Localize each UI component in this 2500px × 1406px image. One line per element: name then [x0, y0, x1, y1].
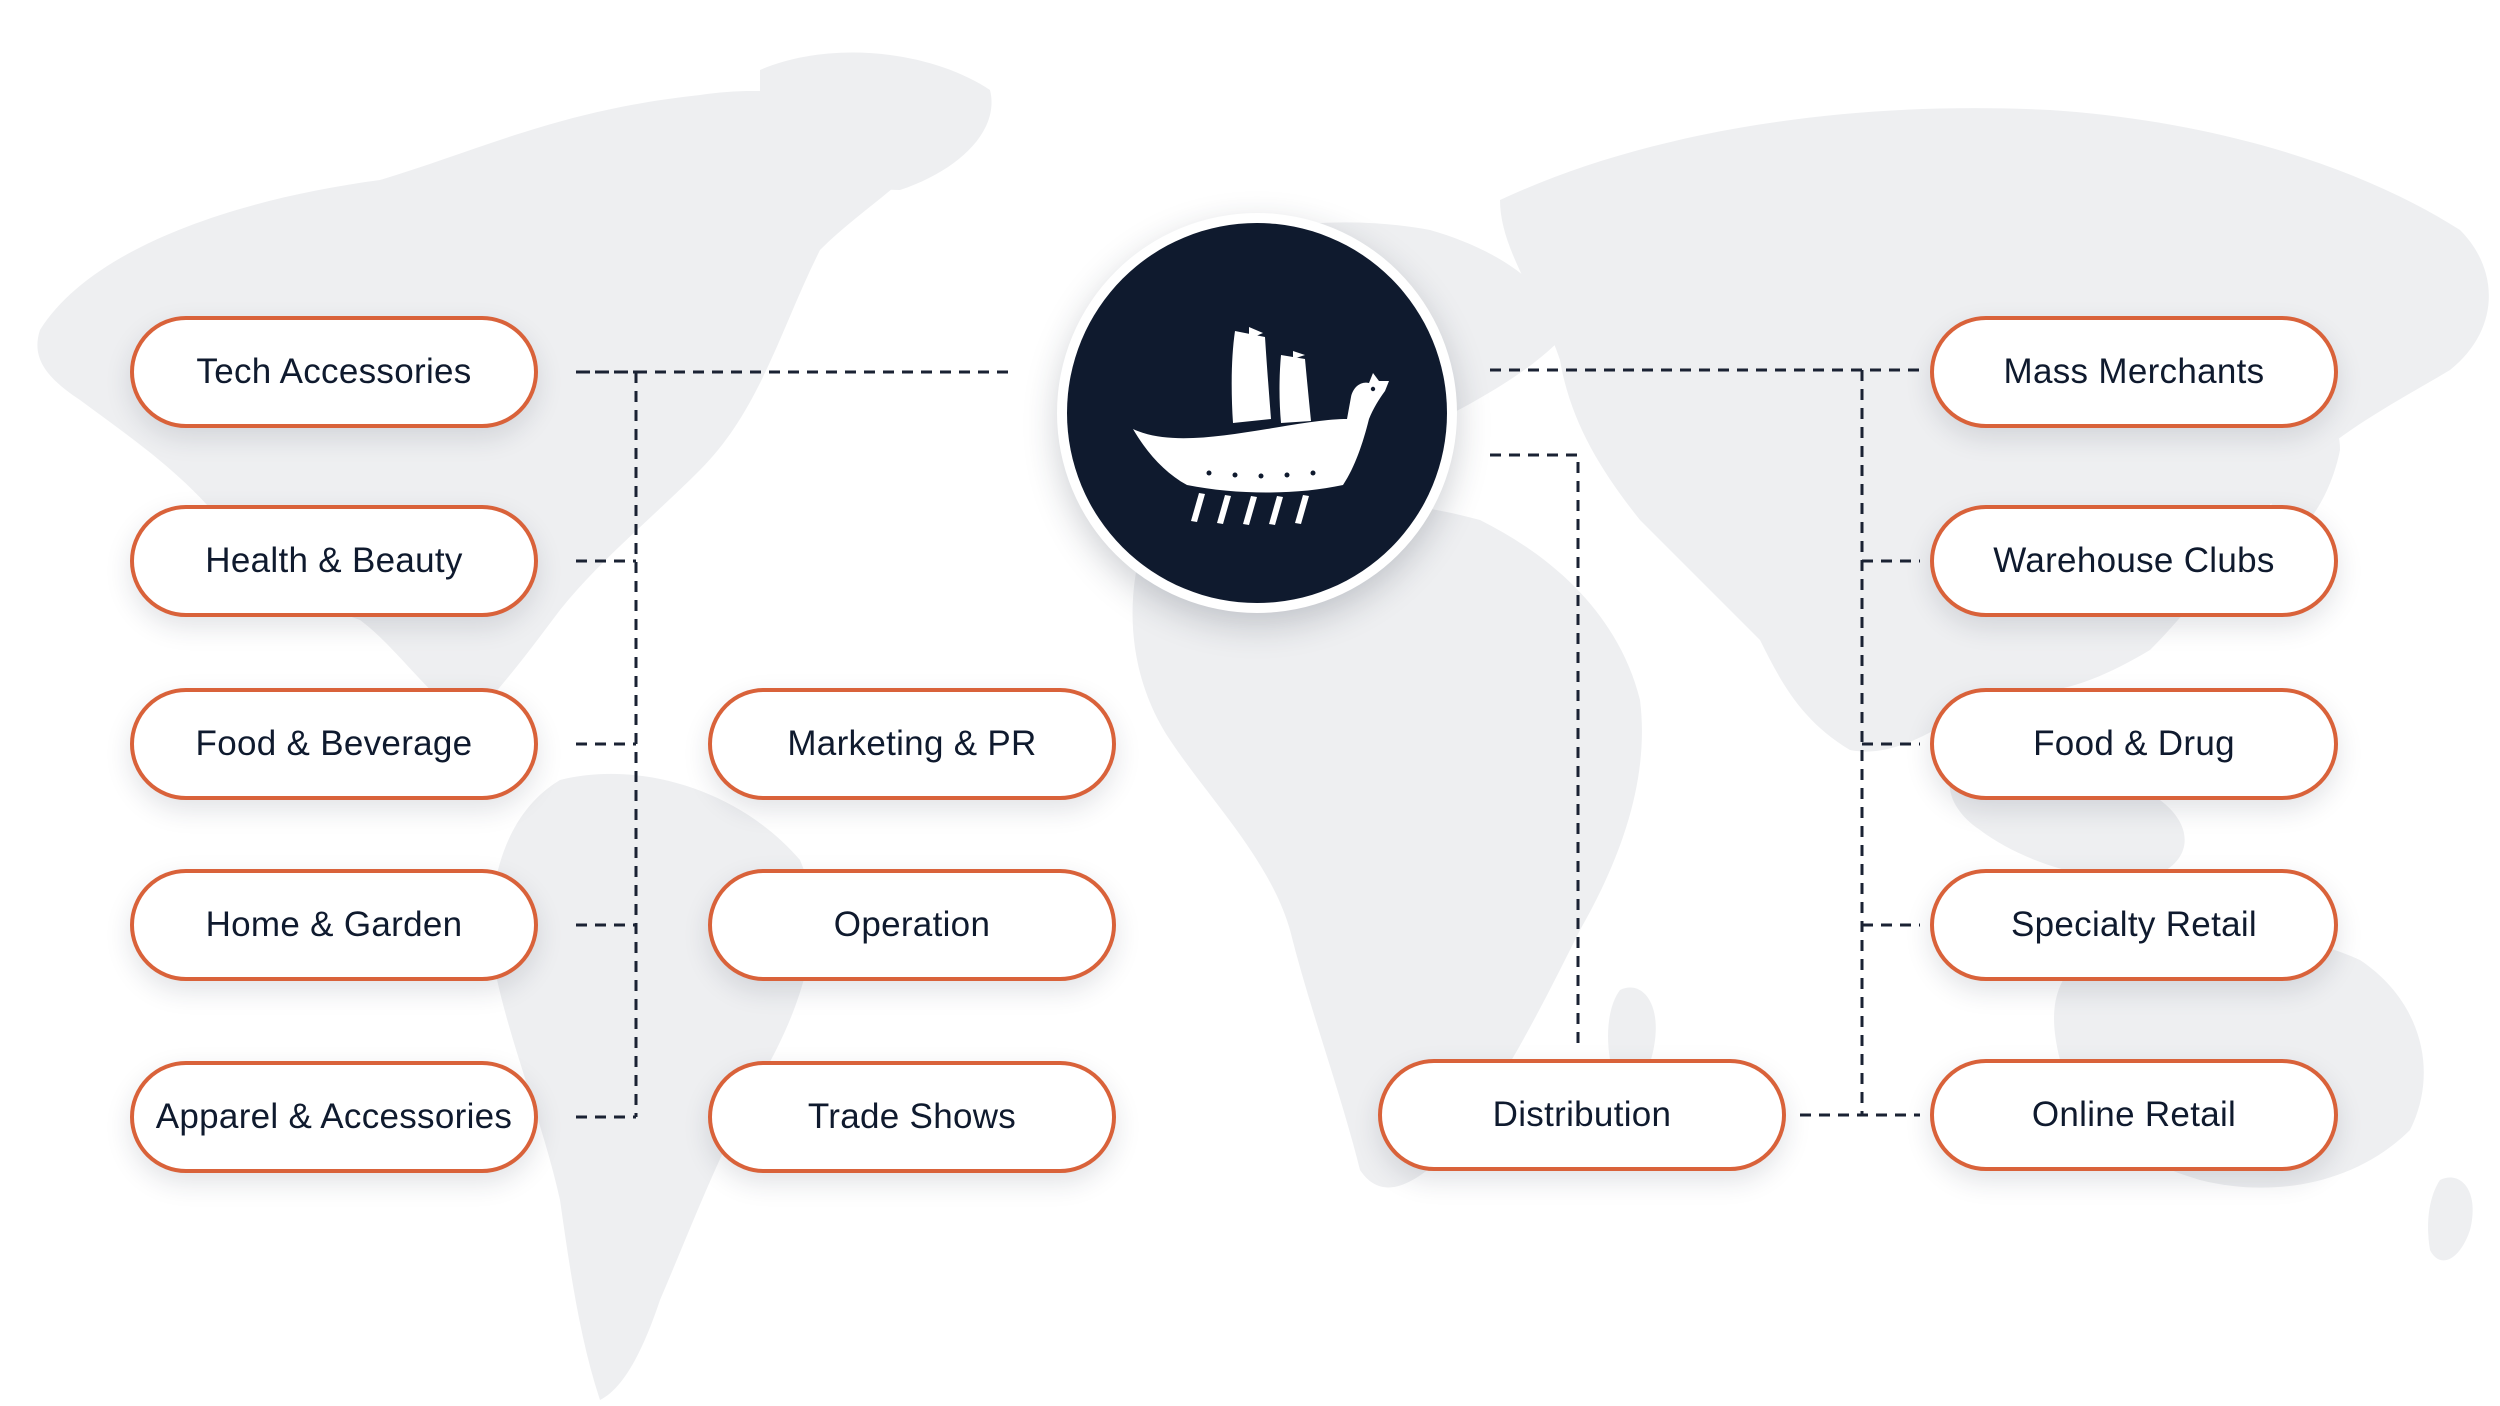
channel-label: Mass Merchants — [2003, 352, 2265, 391]
category-food-beverage: Food & Beverage — [130, 688, 538, 800]
category-label: Apparel & Accessories — [155, 1097, 513, 1136]
distribution-label: Distribution — [1492, 1095, 1672, 1134]
greenland-shape — [760, 52, 992, 190]
channel-label: Food & Drug — [2033, 724, 2235, 763]
service-operation: Operation — [708, 869, 1116, 981]
africa-shape — [1132, 497, 1642, 1188]
channel-specialty-retail: Specialty Retail — [1930, 869, 2338, 981]
category-tech-accessories: Tech Accessories — [130, 316, 538, 428]
connector-hub-to-distribution — [1490, 453, 1580, 1045]
service-trade-shows: Trade Shows — [708, 1061, 1116, 1173]
hub-logo — [1067, 223, 1447, 603]
category-label: Health & Beauty — [205, 541, 463, 580]
service-marketing-pr: Marketing & PR — [708, 688, 1116, 800]
service-label: Marketing & PR — [787, 724, 1037, 763]
new-zealand-shape — [2428, 1177, 2473, 1261]
channel-label: Warehouse Clubs — [1993, 541, 2275, 580]
category-apparel-accessories: Apparel & Accessories — [130, 1061, 538, 1173]
service-label: Operation — [833, 905, 991, 944]
category-label: Tech Accessories — [196, 352, 472, 391]
category-health-beauty: Health & Beauty — [130, 505, 538, 617]
sailing-ship-icon — [1133, 327, 1389, 525]
channel-warehouse-clubs: Warehouse Clubs — [1930, 505, 2338, 617]
hub-circle — [1057, 213, 1457, 613]
channel-label: Specialty Retail — [2010, 905, 2258, 944]
service-label: Trade Shows — [807, 1097, 1017, 1136]
channel-mass-merchants: Mass Merchants — [1930, 316, 2338, 428]
channel-label: Online Retail — [2031, 1095, 2237, 1134]
category-home-garden: Home & Garden — [130, 869, 538, 981]
channel-online-retail: Online Retail — [1930, 1059, 2338, 1171]
channel-food-drug: Food & Drug — [1930, 688, 2338, 800]
category-label: Food & Beverage — [195, 724, 473, 763]
category-label: Home & Garden — [205, 905, 463, 944]
distribution-node: Distribution — [1378, 1059, 1786, 1171]
asia-shape — [1500, 108, 2489, 752]
